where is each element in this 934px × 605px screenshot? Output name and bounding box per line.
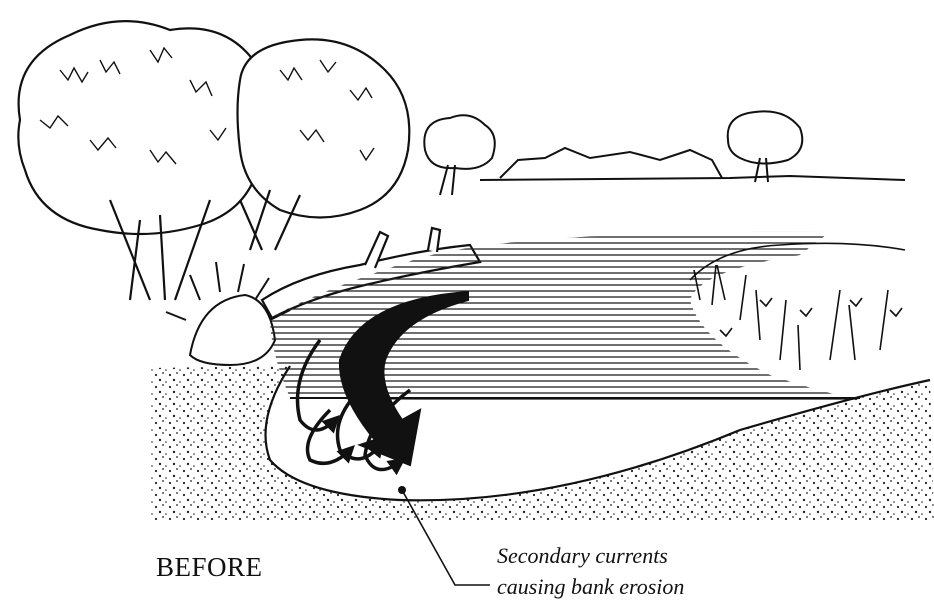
distant-hills	[480, 148, 905, 180]
caption-line-1: Secondary currents	[497, 540, 684, 571]
large-tree-left	[18, 21, 270, 300]
distant-tree-right	[728, 111, 803, 182]
distant-tree-left	[424, 115, 494, 195]
large-tree-right	[238, 39, 410, 250]
before-label: BEFORE	[156, 552, 263, 583]
leader-dot	[398, 486, 406, 494]
caption-line-2: causing bank erosion	[497, 571, 684, 602]
erosion-caption: Secondary currents causing bank erosion	[497, 540, 684, 602]
